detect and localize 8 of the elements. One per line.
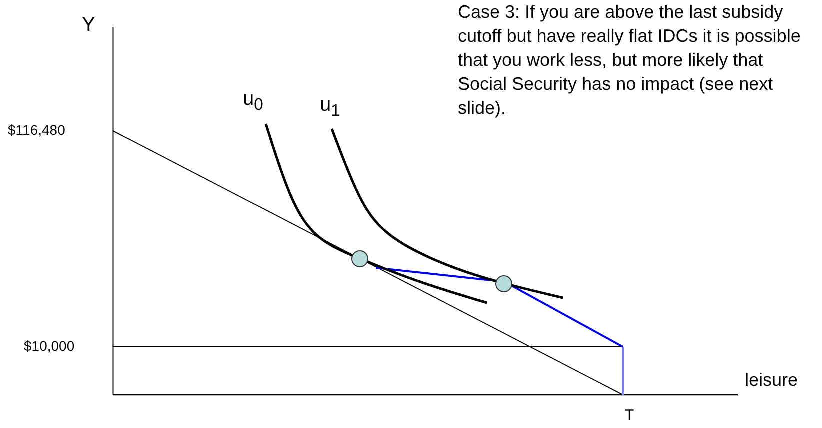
axis-label: Y xyxy=(82,14,96,36)
note-text: Case 3: If you are above the last subsidy cutoff but have really flat IDCs it is possible that you work less, but more likely that Social Security has no impact (see next slide). xyxy=(458,1,802,120)
tick-label: $10,000 xyxy=(24,339,75,354)
axis-label: leisure xyxy=(745,371,798,391)
tick-label: T xyxy=(625,408,634,424)
tick-label: $116,480 xyxy=(8,123,66,138)
curve-label: u$_{1}$ xyxy=(320,94,340,120)
curve-label: u$_{0}$ xyxy=(243,88,264,114)
